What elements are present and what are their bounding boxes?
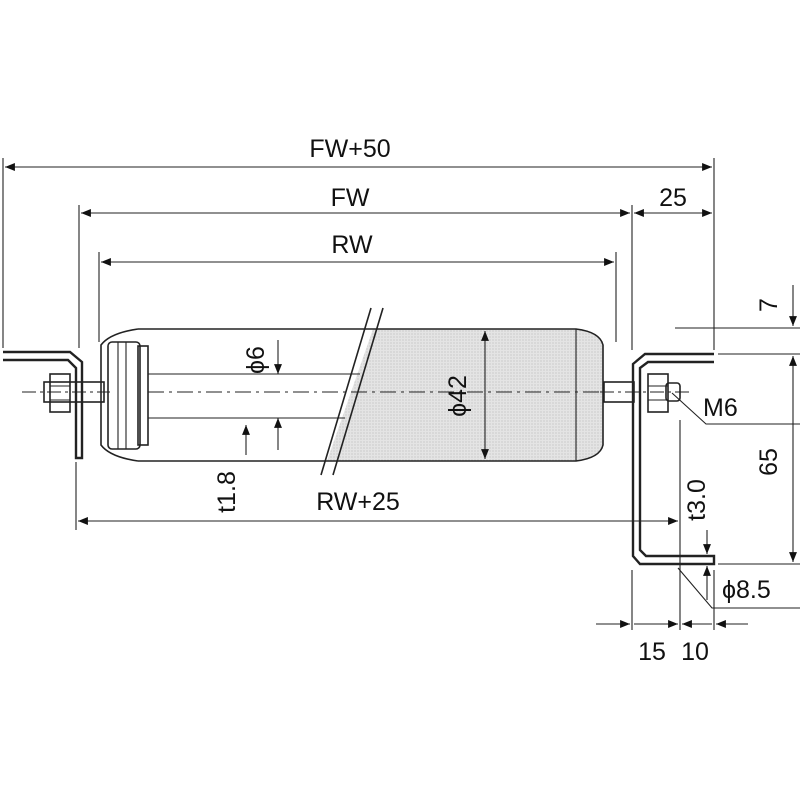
label-bolt: M6 [703, 394, 738, 422]
label-top-gap: 7 [755, 298, 783, 312]
right-bracket [600, 352, 716, 566]
label-hole-diameter: ϕ8.5 [722, 576, 771, 604]
label-shaft-diameter: ϕ6 [242, 346, 270, 374]
label-bracket-height: 65 [755, 448, 783, 476]
label-plate-thickness: t3.0 [683, 479, 711, 521]
label-bracket-offset: 25 [659, 184, 687, 212]
roller-body [100, 307, 604, 476]
label-overall-width: FW+50 [309, 135, 390, 163]
extension-lines [2, 158, 800, 630]
label-hole-pos-1: 15 [638, 638, 666, 666]
label-roller-width: RW [331, 231, 373, 259]
label-bracket-span: RW+25 [316, 488, 400, 516]
dimension-labels: FW+50 FW 25 RW ϕ6 ϕ42 t1.8 RW+25 M6 7 65… [213, 135, 783, 666]
left-bracket [3, 350, 110, 460]
label-frame-width: FW [331, 184, 370, 212]
label-roller-diameter: ϕ42 [444, 375, 472, 417]
label-hole-pos-2: 10 [681, 638, 709, 666]
label-bracket-thickness: t1.8 [213, 471, 241, 513]
dimension-lines [5, 163, 800, 628]
